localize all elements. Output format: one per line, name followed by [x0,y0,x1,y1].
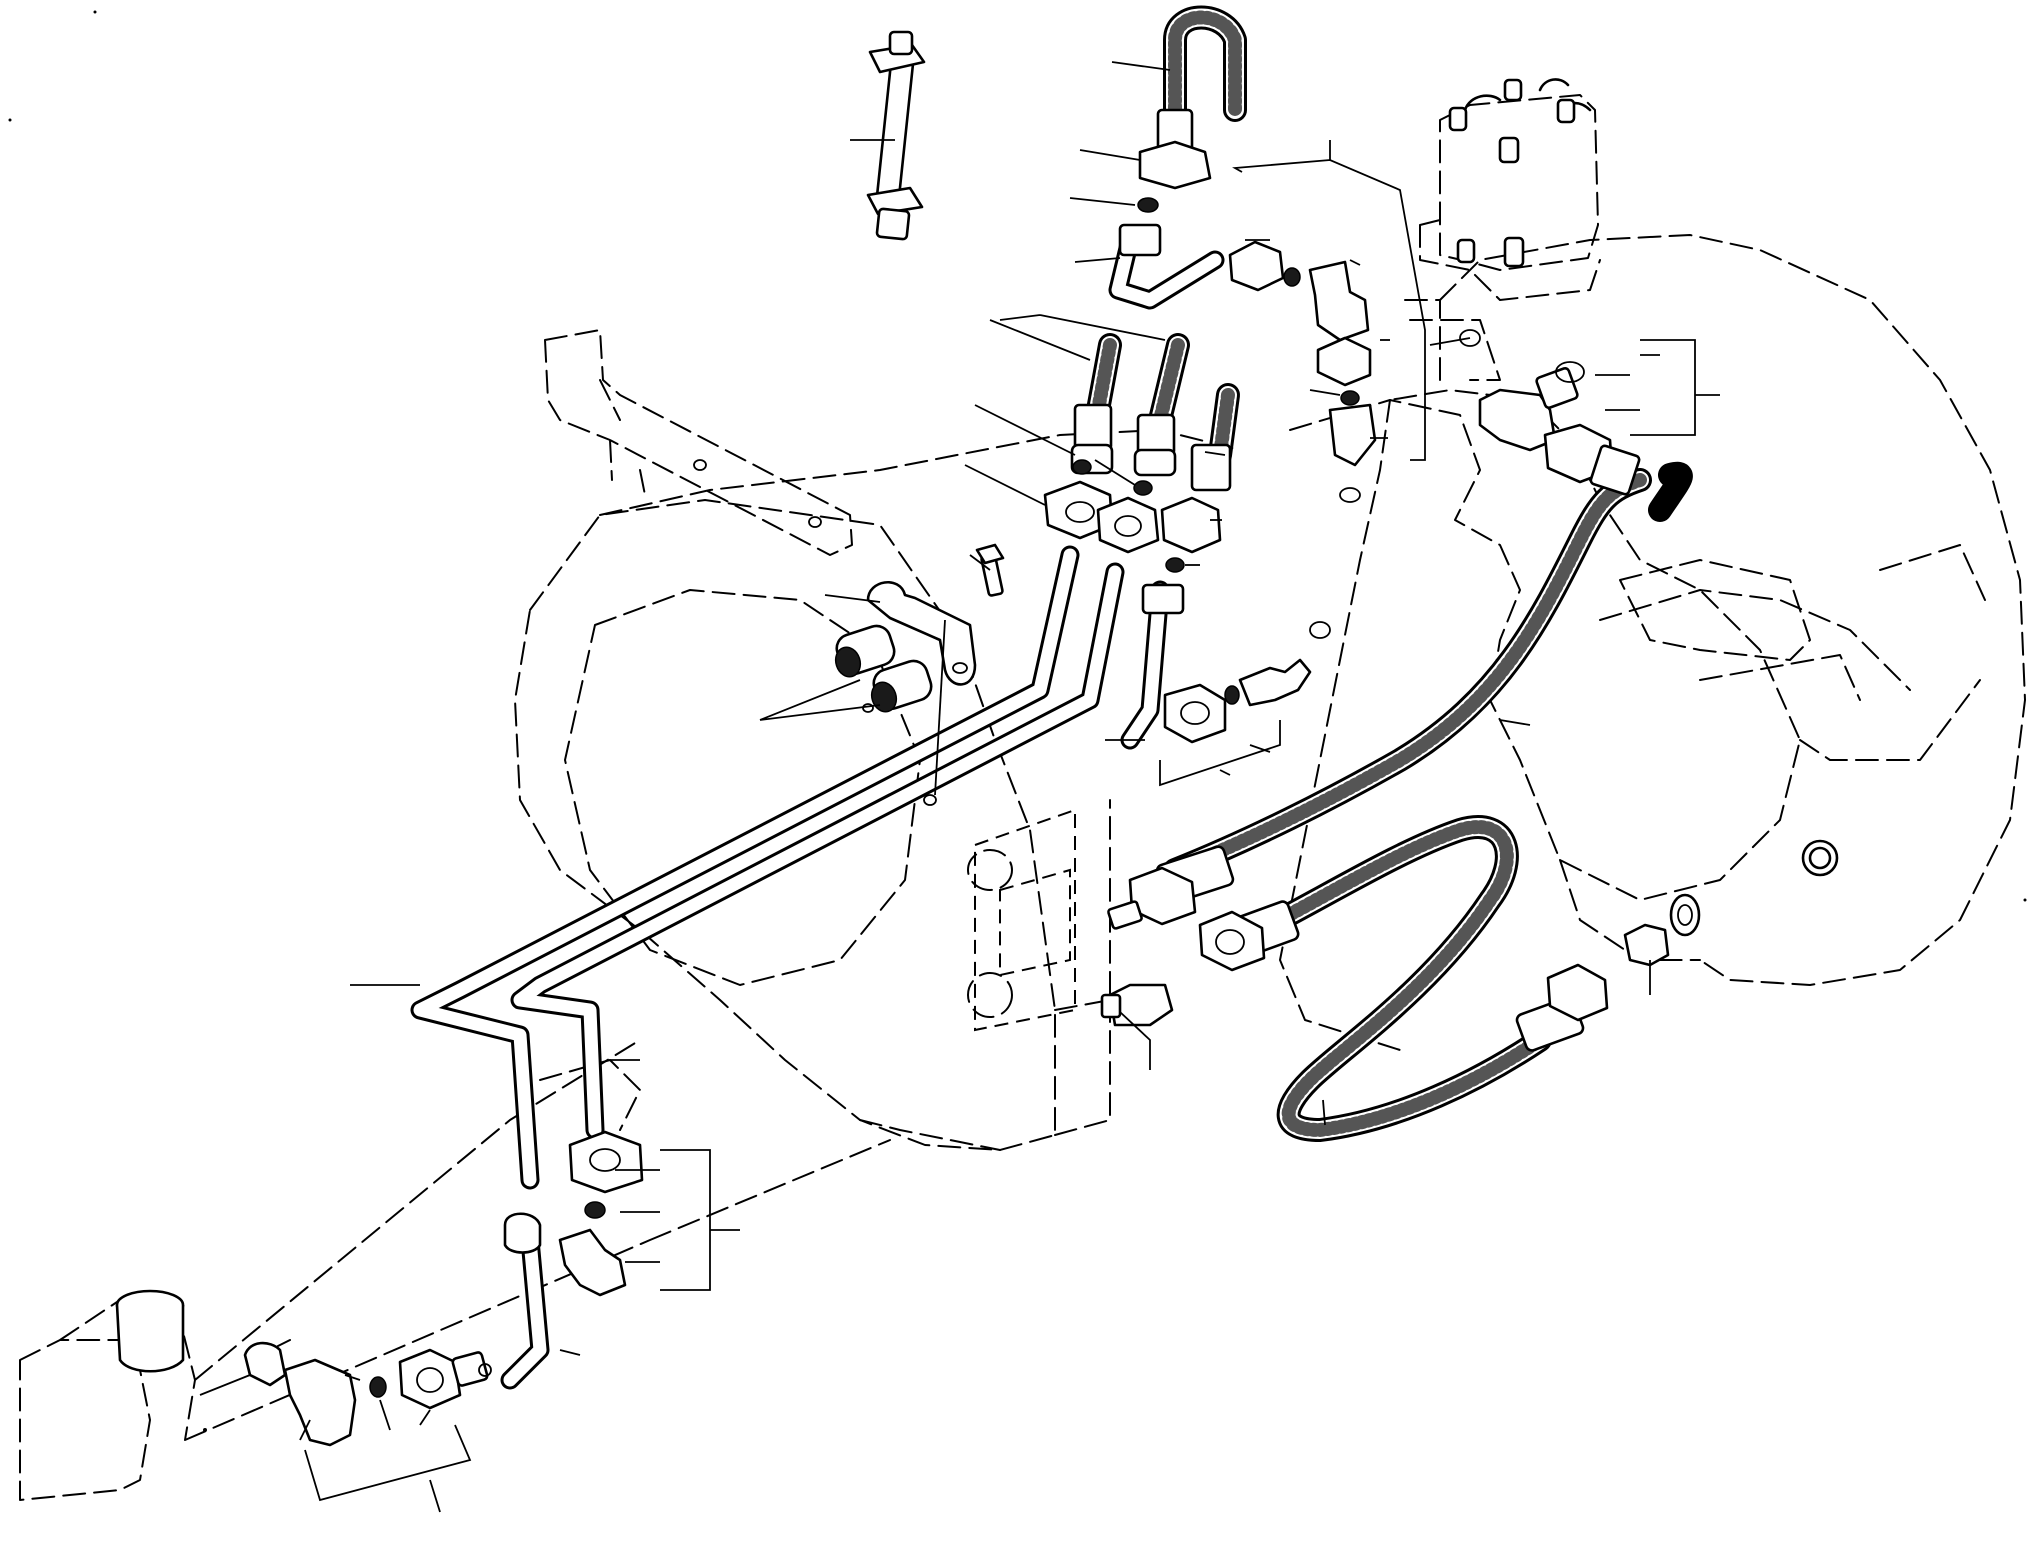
bracket-hole-2 [808,516,822,528]
u-hose-nut [1138,140,1212,190]
housing-port-1 [967,849,1013,891]
oring-6 [1165,557,1185,573]
oring-5 [1133,480,1153,496]
long-hose-stem [1107,900,1143,930]
valve-block-bolts [1448,78,1576,268]
hose-nut-2 [1096,496,1160,554]
stud-bolt [866,30,926,241]
adapter-right-washer [1669,893,1701,937]
lower-clamp [503,1212,542,1254]
oring-9 [369,1376,387,1398]
right-housing-body [1279,299,1981,1051]
elbow-nut [1228,240,1285,292]
oring-8 [584,1201,606,1219]
tee-hose-end [1589,444,1641,496]
transmission-housings [19,78,2026,1501]
valve-block [1419,94,1601,301]
axle-filler-body [115,1304,185,1373]
hose-fitting-2-nut [1133,448,1177,477]
callout-leaders [199,61,1720,1513]
right-housing-bolt-frame [1409,319,1501,381]
long-hose [1163,468,1652,882]
bracket-hole [693,459,707,471]
hose-nut-3 [1160,496,1222,554]
tee-washer [1555,361,1585,383]
oring-7 [1224,685,1240,705]
adapter-right [1623,923,1670,967]
oring-1 [1137,197,1159,213]
oring-2 [1283,267,1301,287]
elbow-fitting [1308,260,1370,342]
long-pipes [410,230,1225,1390]
pipe-clamp [866,580,977,686]
valve-plug [1459,329,1481,347]
right-housing-outer [1439,234,2026,986]
lower-nut [568,1130,644,1194]
left-housing-bottom [859,1119,1001,1151]
right-housing-ribs [1619,544,1986,701]
oring-4 [1072,459,1092,475]
elbow-lock-nut [1316,336,1372,387]
loop-hose-nut-1 [1198,910,1266,972]
rubber-bushings [834,624,933,713]
washer-1 [1339,487,1361,503]
left-housing-flange [564,589,921,986]
hose-fitting-3 [1190,443,1232,492]
axle-casting [19,1039,891,1501]
fittings [243,30,1701,1447]
elbow-adapter [1328,403,1377,467]
hose-fitting-1 [1073,403,1113,452]
stray-marks [8,10,2027,1432]
union-washer [1309,621,1331,639]
housing-port-frame [974,808,1076,1032]
union-adapter [1238,658,1312,707]
housing-boss-inner [1808,846,1832,870]
adapter-nipple [1118,223,1162,257]
oring-3 [1340,390,1360,406]
clamp-washer [923,794,937,806]
bottom-elbow-stub [243,1341,287,1387]
bottom-elbow [283,1358,357,1447]
loop-hose-nut-2 [1546,963,1609,1022]
lower-elbow [558,1228,627,1297]
housing-port-2 [967,972,1013,1018]
axle-support [249,1059,641,1361]
hoses [1086,5,1693,1142]
union-nut [1163,683,1227,744]
right-housing-face [1289,389,1801,901]
adapter-left [1108,983,1174,1027]
bottom-nut [398,1348,462,1410]
bottom-adapter [451,1351,489,1387]
adapter-2 [1141,583,1185,615]
mounting-bracket [544,329,853,556]
